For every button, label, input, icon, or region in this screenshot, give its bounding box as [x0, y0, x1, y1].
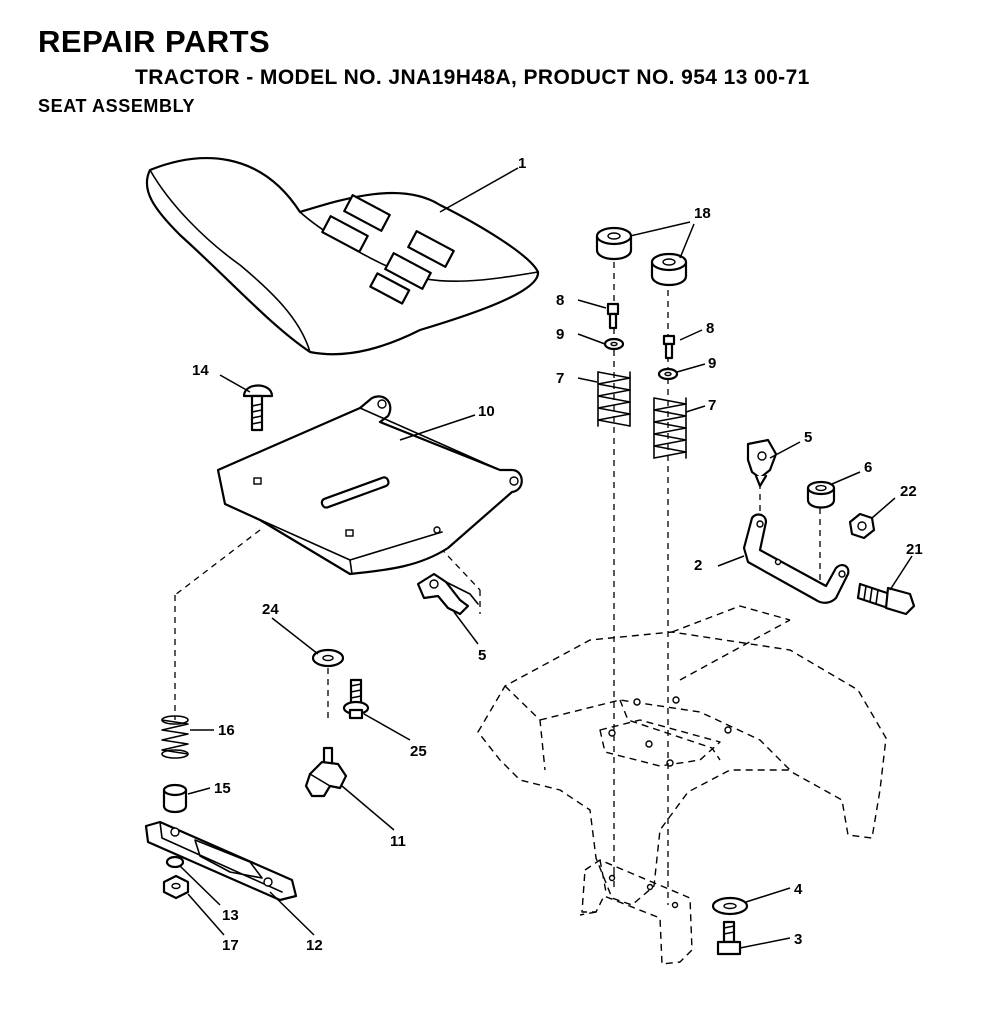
leader-lines: [179, 167, 913, 949]
spring: [597, 371, 631, 427]
hex-bolt: [716, 920, 742, 956]
spacer: [595, 226, 633, 261]
callout-15: 15: [214, 780, 231, 797]
seat-latch: [746, 438, 778, 488]
callout-5: 5: [804, 429, 812, 446]
seat: [145, 157, 540, 356]
callout-5: 5: [478, 647, 486, 664]
seat-pan: [216, 395, 523, 576]
callout-14: 14: [192, 362, 209, 379]
callout-18: 18: [694, 205, 711, 222]
callout-6: 6: [864, 459, 872, 476]
washer: [657, 367, 679, 381]
seat-adjust-bracket: [742, 513, 850, 604]
spacer-washer: [165, 855, 185, 869]
frame-bracket-outline: [579, 859, 693, 965]
flat-washer: [311, 648, 345, 668]
callout-13: 13: [222, 907, 239, 924]
callout-21: 21: [906, 541, 923, 558]
adjustment-knob: [304, 746, 348, 798]
callout-16: 16: [218, 722, 235, 739]
callout-1: 1: [518, 155, 526, 172]
callout-24: 24: [262, 601, 279, 618]
callout-22: 22: [900, 483, 917, 500]
flat-washer: [711, 896, 749, 916]
screw: [606, 302, 620, 330]
hex-bolt: [342, 678, 370, 720]
callout-8: 8: [706, 320, 714, 337]
bushing: [162, 783, 188, 814]
assembly-centerlines: [174, 262, 821, 905]
slide-plate: [144, 820, 298, 902]
callout-7: 7: [556, 370, 564, 387]
spacer: [650, 252, 688, 287]
callout-7: 7: [708, 397, 716, 414]
callout-10: 10: [478, 403, 495, 420]
bushing: [806, 480, 836, 509]
screw: [662, 334, 676, 360]
callout-4: 4: [794, 881, 803, 898]
shoulder-bolt: [856, 582, 916, 616]
callout-8: 8: [556, 292, 564, 309]
section-title: SEAT ASSEMBLY: [38, 96, 196, 116]
carriage-bolt: [242, 384, 274, 432]
callout-17: 17: [222, 937, 239, 954]
model-subtitle: TRACTOR - MODEL NO. JNA19H48A, PRODUCT N…: [135, 66, 810, 89]
callout-12: 12: [306, 937, 323, 954]
spring: [161, 715, 189, 759]
washer: [603, 337, 625, 351]
callout-25: 25: [410, 743, 427, 760]
callout-9: 9: [708, 355, 716, 372]
tractor-fender-outline: [477, 605, 887, 906]
callout-11: 11: [390, 833, 406, 850]
hex-nut: [848, 512, 876, 540]
seat-latch: [416, 572, 479, 616]
hex-nut: [162, 874, 190, 900]
callout-2: 2: [694, 557, 702, 574]
spring: [653, 397, 687, 459]
callout-3: 3: [794, 931, 802, 948]
callout-9: 9: [556, 326, 564, 343]
page-title: REPAIR PARTS: [38, 24, 271, 59]
